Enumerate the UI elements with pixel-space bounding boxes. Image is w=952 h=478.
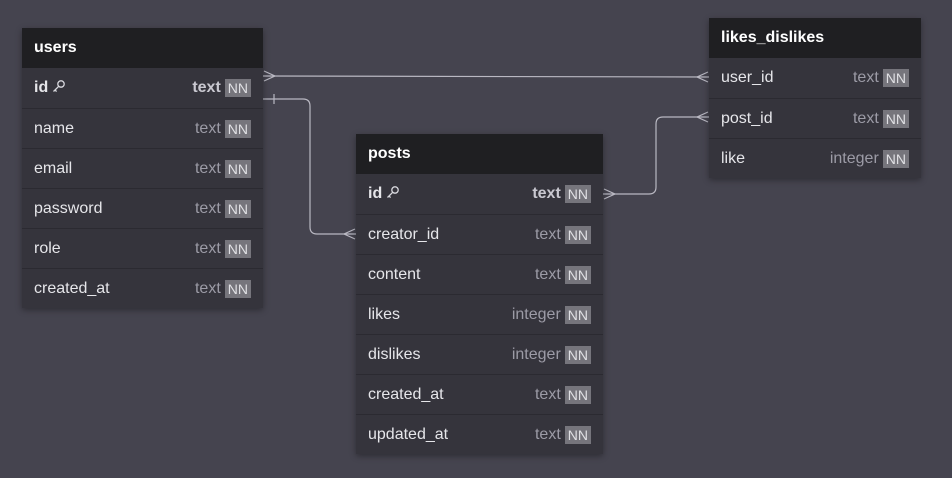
column-name: created_at bbox=[34, 279, 110, 297]
column-type: text bbox=[534, 225, 561, 243]
not-null-badge: NN bbox=[224, 239, 251, 258]
column-name: password bbox=[34, 199, 103, 217]
not-null-badge: NN bbox=[564, 185, 591, 203]
column-type: text bbox=[194, 159, 221, 177]
crow-foot-posts-side bbox=[603, 188, 617, 200]
not-null-badge: NN bbox=[224, 79, 251, 97]
not-null-badge: NN bbox=[882, 69, 909, 87]
relation-users-likes-line bbox=[262, 75, 710, 78]
column-name: post_id bbox=[721, 109, 773, 127]
crow-foot-users-side bbox=[263, 70, 277, 82]
column-type: text bbox=[852, 69, 879, 86]
column-type: text bbox=[194, 239, 221, 257]
table-posts-title[interactable]: posts bbox=[356, 134, 603, 174]
relation-posts-likes-line bbox=[603, 116, 709, 195]
column-type: text bbox=[534, 265, 561, 283]
crow-foot-posts-creator-side bbox=[342, 228, 356, 240]
column-name: role bbox=[34, 239, 61, 257]
column-name: id bbox=[34, 79, 49, 96]
column-name: id bbox=[368, 185, 383, 202]
column-name: user_id bbox=[721, 69, 774, 86]
column-type: text bbox=[534, 385, 561, 403]
column-type: text bbox=[194, 199, 221, 217]
column-type: text bbox=[534, 425, 561, 443]
key-icon bbox=[52, 79, 66, 98]
not-null-badge: NN bbox=[564, 265, 591, 284]
not-null-badge: NN bbox=[224, 199, 251, 218]
column-name: content bbox=[368, 265, 421, 283]
column-name: like bbox=[721, 149, 746, 167]
not-null-badge: NN bbox=[224, 119, 251, 138]
column-type: text bbox=[194, 119, 221, 137]
not-null-badge: NN bbox=[882, 149, 909, 168]
connector-group bbox=[262, 70, 710, 240]
column-name: created_at bbox=[368, 385, 444, 403]
column-type: integer bbox=[829, 149, 879, 167]
table-users-title[interactable]: users bbox=[22, 28, 263, 68]
not-null-badge: NN bbox=[564, 425, 591, 444]
key-icon bbox=[386, 185, 400, 204]
crow-foot-likes-user-side bbox=[695, 71, 709, 83]
column-type: text bbox=[532, 185, 561, 202]
table-likes-dislikes-title[interactable]: likes_dislikes bbox=[709, 18, 921, 58]
not-null-badge: NN bbox=[224, 279, 251, 298]
not-null-badge: NN bbox=[882, 109, 909, 128]
column-type: integer bbox=[511, 345, 561, 363]
column-type: text bbox=[192, 79, 221, 96]
not-null-badge: NN bbox=[564, 225, 591, 244]
column-type: text bbox=[852, 109, 879, 127]
relation-users-posts-line bbox=[263, 98, 356, 235]
column-name: updated_at bbox=[368, 425, 449, 443]
column-name: email bbox=[34, 159, 73, 177]
not-null-badge: NN bbox=[564, 385, 591, 404]
column-type: text bbox=[194, 279, 221, 297]
column-name: dislikes bbox=[368, 345, 421, 363]
crow-foot-likes-post-side bbox=[695, 111, 709, 123]
column-type: integer bbox=[511, 305, 561, 323]
column-name: creator_id bbox=[368, 225, 440, 243]
not-null-badge: NN bbox=[564, 305, 591, 324]
column-name: name bbox=[34, 119, 75, 137]
not-null-badge: NN bbox=[224, 159, 251, 178]
not-null-badge: NN bbox=[564, 345, 591, 364]
column-name: likes bbox=[368, 305, 401, 323]
